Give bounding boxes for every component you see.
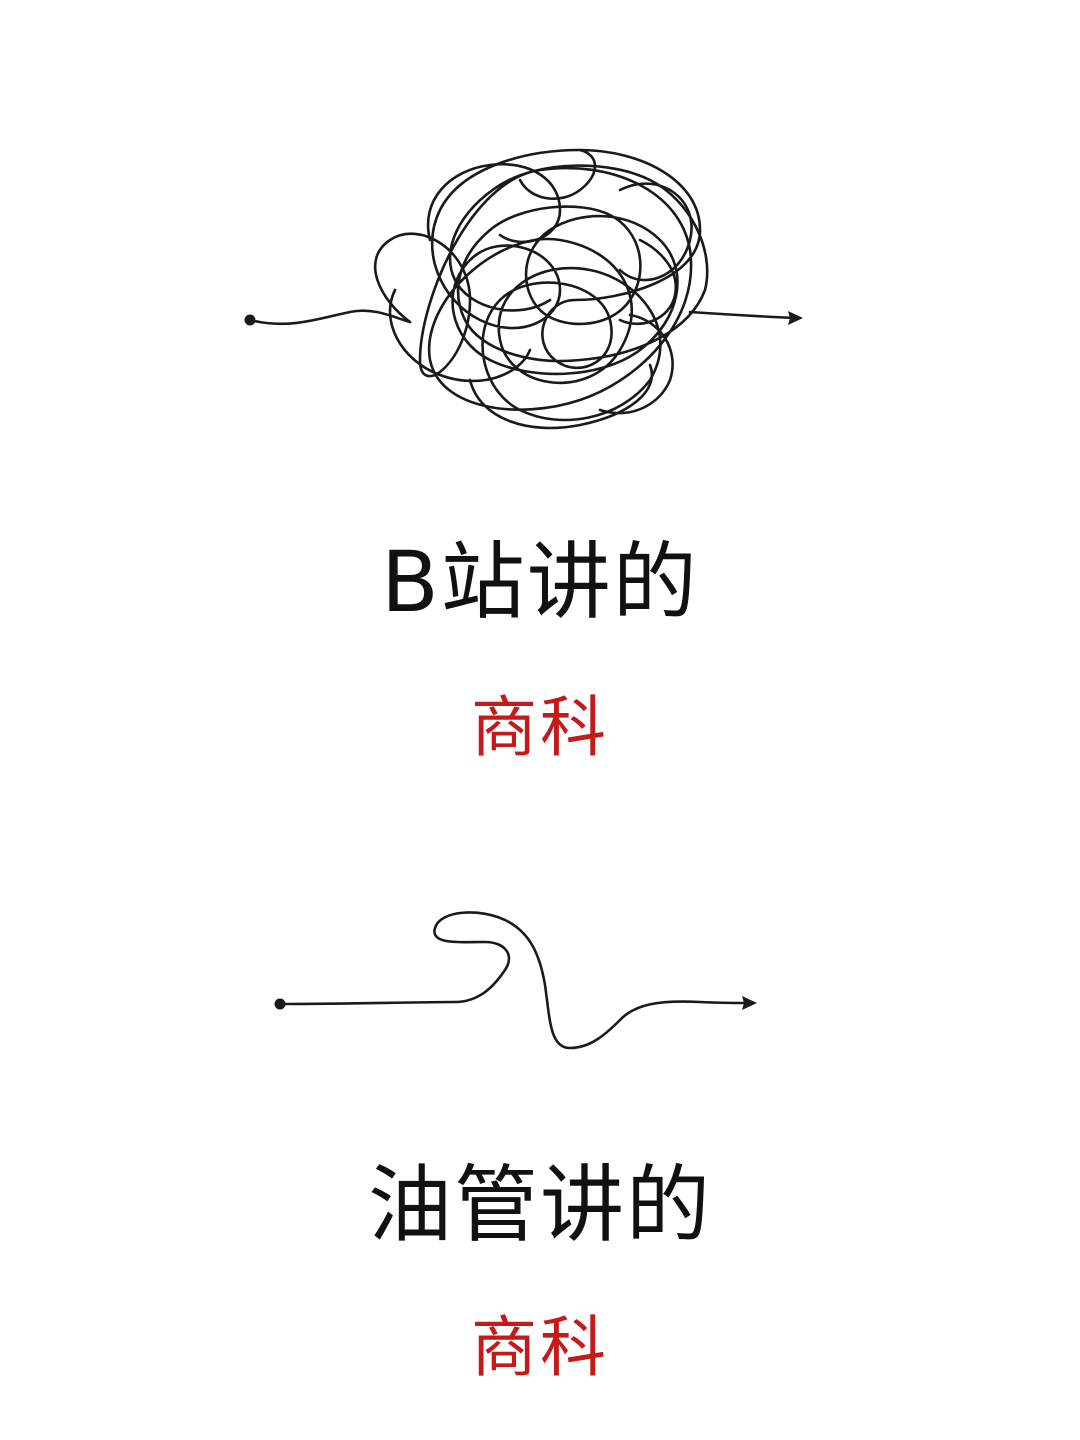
title-youtube: 油管讲的 bbox=[367, 1156, 712, 1254]
subtitle-business-bilibili: 商科 bbox=[471, 689, 609, 766]
panel-youtube: 油管讲的 商科 bbox=[0, 780, 1080, 1440]
tangled-line-arrow-icon bbox=[244, 148, 803, 430]
subtitle-business-youtube: 商科 bbox=[471, 1309, 609, 1386]
title-bilibili: B站讲的 bbox=[381, 533, 699, 631]
slightly-wavy-line-arrow-icon bbox=[274, 911, 757, 1050]
panel-bilibili: B站讲的 商科 bbox=[244, 148, 803, 766]
